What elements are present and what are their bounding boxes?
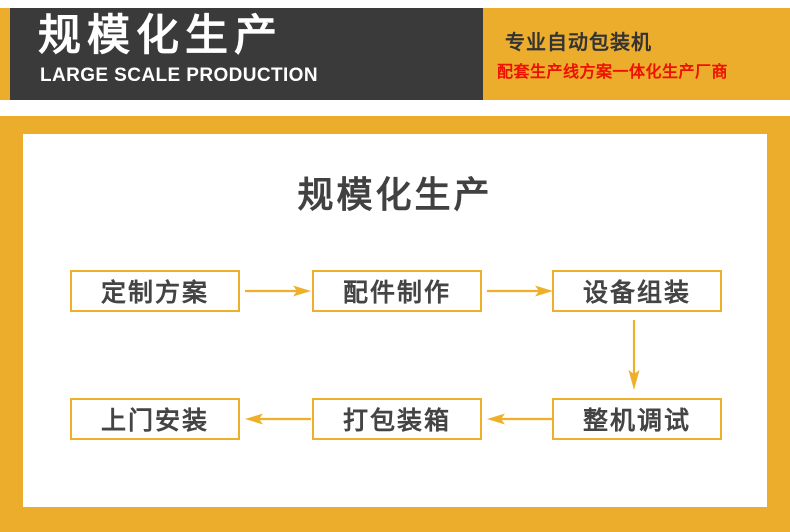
banner-title-chinese: 规模化生产 — [38, 11, 283, 61]
flow-step-onsite-installation[interactable]: 上门安装 — [70, 398, 240, 440]
arrow-right-step2-to-step3 — [487, 284, 553, 298]
banner-subtitle-primary: 专业自动包装机 — [505, 30, 652, 54]
flow-step-parts-manufacturing[interactable]: 配件制作 — [312, 270, 482, 312]
content-area: 规模化生产 定制方案 配件制作 设备组装 上门安装 — [23, 134, 767, 507]
flow-step-packing-crating[interactable]: 打包装箱 — [312, 398, 482, 440]
banner-dark-panel: 规模化生产 LARGE SCALE PRODUCTION — [10, 8, 483, 100]
banner-yellow-panel: 专业自动包装机 配套生产线方案一体化生产厂商 — [483, 8, 790, 100]
arrow-down-step3-to-step4 — [627, 320, 641, 390]
banner-title-english: LARGE SCALE PRODUCTION — [40, 65, 318, 86]
flow-step-equipment-assembly[interactable]: 设备组装 — [552, 270, 722, 312]
flow-step-custom-plan[interactable]: 定制方案 — [70, 270, 240, 312]
arrow-left-step5-to-step6 — [245, 412, 311, 426]
arrow-left-step4-to-step5 — [487, 412, 553, 426]
banner-subtitle-secondary: 配套生产线方案一体化生产厂商 — [497, 62, 729, 81]
arrow-right-step1-to-step2 — [245, 284, 311, 298]
page-title: 规模化生产 — [297, 175, 493, 216]
banner-left-accent-bar — [0, 8, 10, 100]
flow-step-machine-debugging[interactable]: 整机调试 — [552, 398, 722, 440]
content-frame: 规模化生产 定制方案 配件制作 设备组装 上门安装 — [0, 116, 790, 532]
header-banner: 规模化生产 LARGE SCALE PRODUCTION 专业自动包装机 配套生… — [0, 8, 790, 100]
